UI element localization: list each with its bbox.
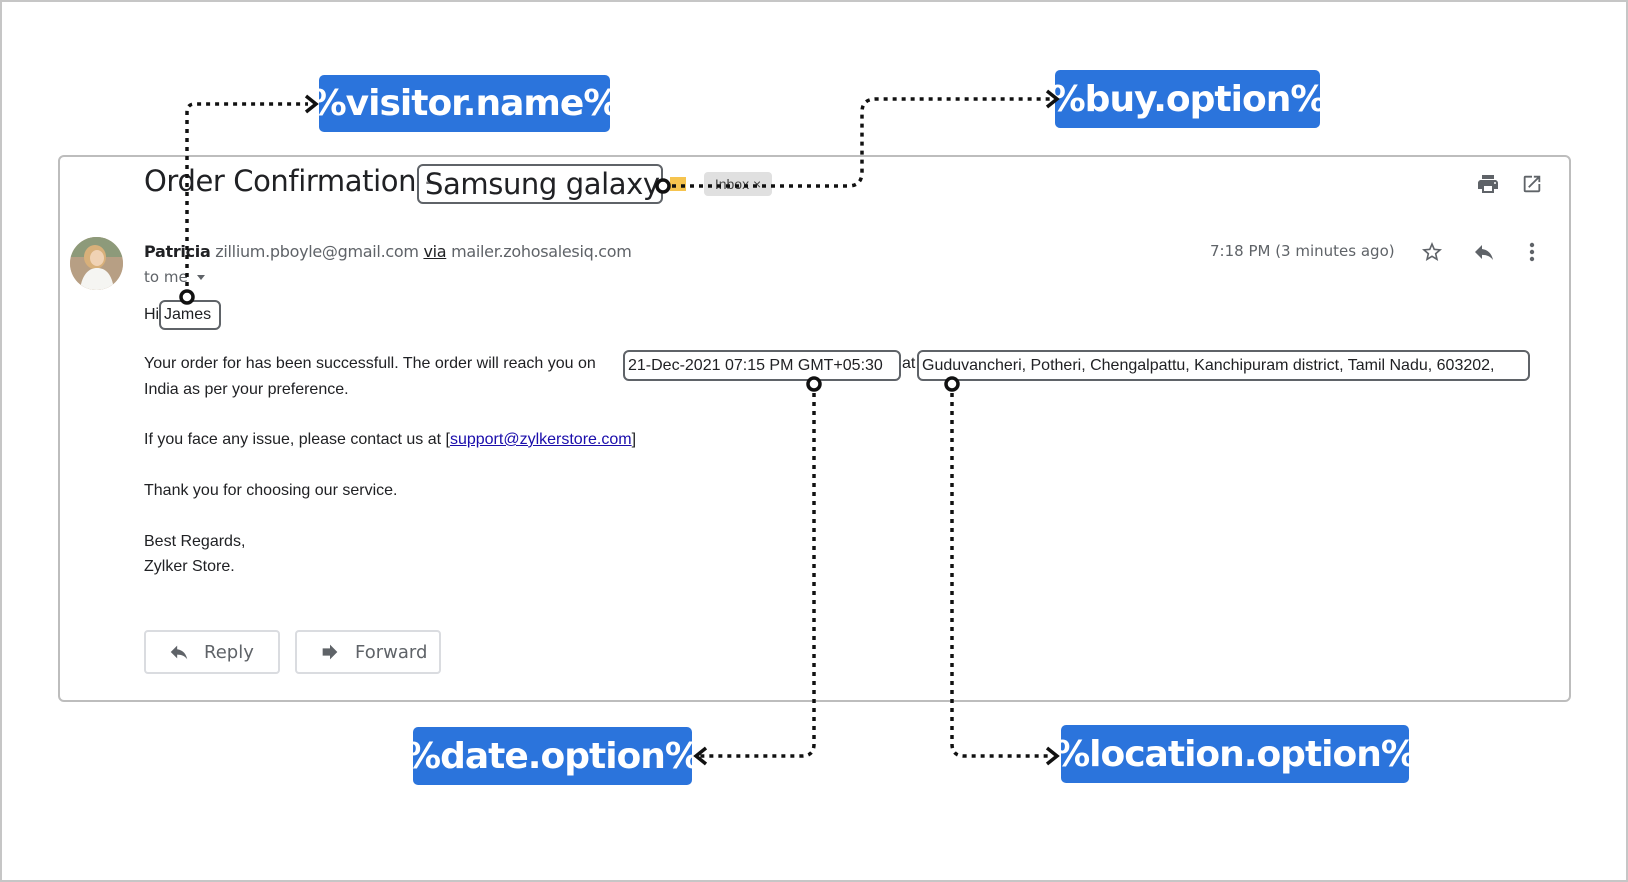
body-line-1-cont: India as per your preference. [144, 381, 349, 398]
signature: Zylker Store. [144, 558, 235, 575]
sender-name[interactable]: Patricia [144, 242, 211, 261]
sender-line: Patricia zillium.pboyle@gmail.com via ma… [144, 242, 632, 261]
email-card [58, 155, 1571, 702]
reply-icon [1475, 245, 1493, 260]
forward-button[interactable]: Forward [295, 630, 441, 674]
sender-avatar[interactable] [70, 237, 123, 290]
forward-icon [322, 644, 338, 660]
date-option-tag: %date.option% [405, 727, 701, 785]
location-highlight: Guduvancheri, Potheri, Chengalpattu, Kan… [917, 350, 1530, 381]
reply-label: Reply [204, 641, 254, 663]
subject-product-highlight: Samsung galaxy Z [417, 164, 663, 204]
star-button[interactable] [1416, 236, 1448, 268]
forward-label: Forward [355, 641, 428, 663]
to-me-label: to me [144, 268, 188, 286]
recipient-details-toggle[interactable]: to me [144, 268, 206, 286]
inbox-label-chip[interactable]: Inbox × [704, 172, 772, 196]
more-options-button[interactable] [1520, 236, 1544, 268]
location-option-tag: %location.option% [1054, 725, 1417, 783]
open-in-new-window-icon [1523, 175, 1541, 193]
via-domain: mailer.zohosalesiq.com [451, 242, 632, 261]
greeting: Hi [144, 306, 160, 323]
reply-button[interactable]: Reply [144, 630, 280, 674]
email-subject: Order Confirmation - [144, 164, 435, 198]
body-line-2: If you face any issue, please contact us… [144, 431, 636, 449]
buy-option-tag: %buy.option% [1050, 70, 1326, 128]
print-button[interactable] [1472, 168, 1504, 200]
star-icon [1422, 242, 1442, 261]
important-label-marker[interactable] [670, 177, 686, 191]
body-line-1: Your order for has been successfull. The… [144, 355, 596, 372]
regards: Best Regards, [144, 533, 246, 550]
reply-icon [170, 645, 188, 660]
more-vert-icon [1529, 242, 1535, 262]
via-label[interactable]: via [423, 242, 447, 261]
email-timestamp: 7:18 PM (3 minutes ago) [1210, 242, 1395, 260]
caret-down-icon [197, 275, 206, 280]
visitor-name-tag: %visitor.name% [311, 75, 619, 132]
sender-email[interactable]: zillium.pboyle@gmail.com [215, 242, 419, 261]
reply-button-header[interactable] [1468, 236, 1500, 268]
body-line-3: Thank you for choosing our service. [144, 482, 398, 499]
line2-suffix: ] [631, 431, 637, 448]
at-word: at [902, 355, 916, 372]
date-highlight: 21-Dec-2021 07:15 PM GMT+05:30 [623, 350, 901, 381]
visitor-name-highlight: James [159, 300, 221, 330]
open-in-new-window-button[interactable] [1516, 168, 1548, 200]
line2-prefix: If you face any issue, please contact us… [144, 431, 450, 448]
support-email-link[interactable]: support@zylkerstore.com [449, 431, 632, 448]
print-icon [1478, 175, 1498, 193]
